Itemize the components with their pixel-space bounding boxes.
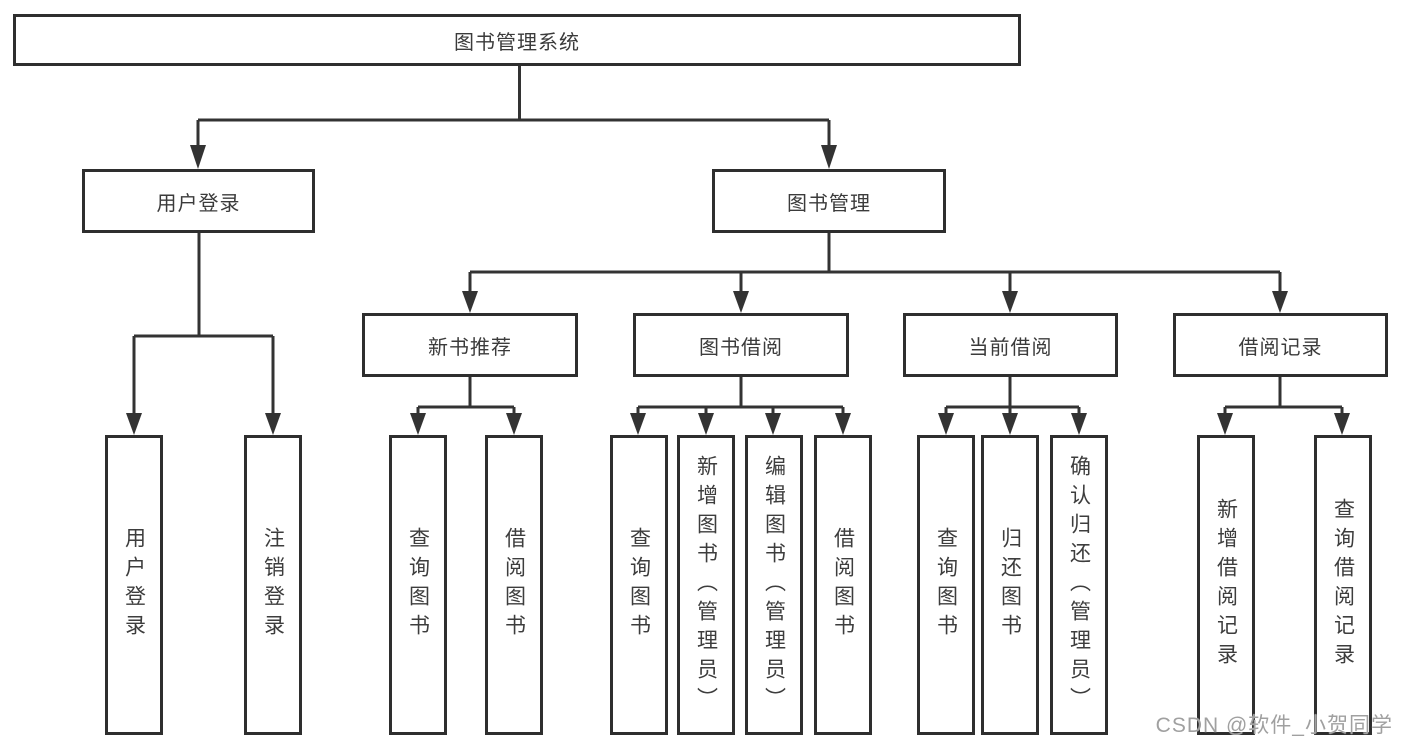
leaf-query-books-recommend: 查询图书 [389,435,447,735]
node-current-borrowing: 当前借阅 [903,313,1118,377]
node-label: 新增图书（管理员） [694,454,718,716]
node-label: 借阅图书 [502,527,526,643]
arrow-down-icon [1071,413,1087,435]
leaf-return-books: 归还图书 [981,435,1039,735]
node-label: 图书管理 [787,192,871,215]
arrow-down-icon [938,413,954,435]
connector-current-children [944,377,1081,413]
node-new-book-recommend: 新书推荐 [362,313,578,377]
arrow-down-icon [1002,413,1018,435]
node-label: 查询图书 [934,527,958,643]
connector-user-login-children [132,233,275,413]
node-library-system: 图书管理系统 [13,14,1021,66]
arrow-down-icon [698,413,714,435]
node-label: 查询借阅记录 [1331,498,1355,672]
leaf-borrow-books-recommend: 借阅图书 [485,435,543,735]
leaf-edit-book-admin: 编辑图书（管理员） [745,435,803,735]
arrow-down-icon [835,413,851,435]
node-book-borrowing: 图书借阅 [633,313,849,377]
node-label: 图书借阅 [699,336,783,359]
node-label: 归还图书 [998,527,1022,643]
node-label: 查询图书 [406,527,430,643]
node-book-management: 图书管理 [712,169,946,233]
leaf-logout: 注销登录 [244,435,302,735]
arrow-down-icon [630,413,646,435]
node-label: 用户登录 [156,192,241,215]
node-label: 借阅记录 [1238,336,1323,359]
arrow-down-icon [265,413,281,435]
node-user-login: 用户登录 [82,169,315,233]
arrow-down-icon [506,413,522,435]
leaf-query-books-current: 查询图书 [917,435,975,735]
arrow-down-icon [126,413,142,435]
node-borrowing-records: 借阅记录 [1173,313,1388,377]
leaf-confirm-return-admin: 确认归还（管理员） [1050,435,1108,735]
node-label: 编辑图书（管理员） [762,454,786,716]
arrow-down-icon [733,291,749,313]
leaf-add-book-admin: 新增图书（管理员） [677,435,735,735]
node-label: 新书推荐 [428,336,512,359]
node-label: 确认归还（管理员） [1067,454,1091,716]
node-label: 新增借阅记录 [1214,498,1238,672]
connector-new-book-children [416,377,516,413]
node-label: 图书管理系统 [454,31,580,54]
csdn-watermark: CSDN @软件_小贺同学 [1155,714,1393,737]
node-label: 当前借阅 [968,336,1053,359]
leaf-borrow-books-borrowing: 借阅图书 [814,435,872,735]
node-label: 注销登录 [261,527,285,643]
arrow-down-icon [410,413,426,435]
connector-borrowing-children [636,377,845,413]
node-label: 借阅图书 [831,527,855,643]
connector-records-children [1223,377,1344,413]
arrow-down-icon [765,413,781,435]
leaf-add-borrow-record: 新增借阅记录 [1197,435,1255,735]
arrow-down-icon [1272,291,1288,313]
connector-book-mgmt-children [468,233,1282,291]
node-label: 用户登录 [122,527,146,643]
arrow-down-icon [462,291,478,313]
arrow-down-icon [190,145,206,169]
arrow-down-icon [821,145,837,169]
leaf-query-borrow-record: 查询借阅记录 [1314,435,1372,735]
arrow-down-icon [1334,413,1350,435]
connector-root-to-level2 [196,66,831,147]
arrow-down-icon [1217,413,1233,435]
leaf-user-login: 用户登录 [105,435,163,735]
node-label: 查询图书 [627,527,651,643]
arrow-down-icon [1002,291,1018,313]
leaf-query-books-borrowing: 查询图书 [610,435,668,735]
